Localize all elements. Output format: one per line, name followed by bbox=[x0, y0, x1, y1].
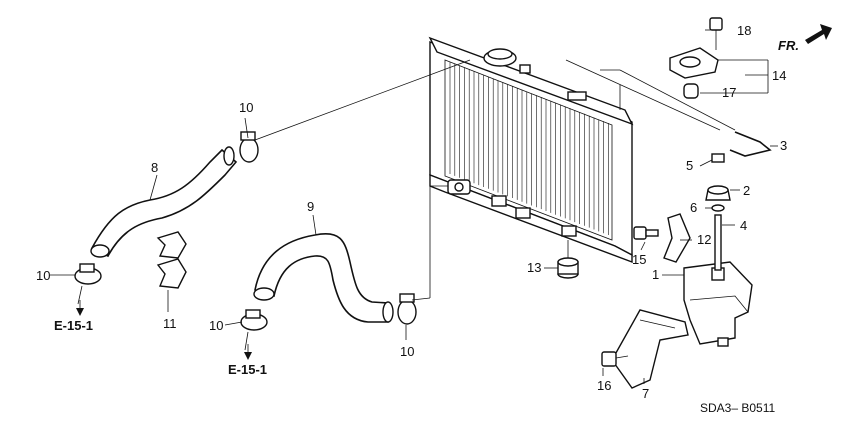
callout-7: 7 bbox=[642, 386, 649, 401]
callout-14: 13 bbox=[527, 260, 541, 275]
bolt-17 bbox=[601, 351, 629, 367]
callout-15: 17 bbox=[722, 85, 736, 100]
upper-hose bbox=[90, 146, 238, 258]
callout-12: 12 bbox=[697, 232, 711, 247]
callout-9: 9 bbox=[307, 199, 314, 214]
callout-3: 3 bbox=[780, 138, 787, 153]
callout-16: 15 bbox=[632, 252, 646, 267]
reserve-tank bbox=[683, 261, 753, 347]
radiator bbox=[428, 36, 634, 264]
callout-10a: 10 bbox=[239, 100, 253, 115]
callout-2: 2 bbox=[743, 183, 750, 198]
callout-10c: 10 bbox=[209, 318, 223, 333]
front-direction-arrow: FR. bbox=[778, 24, 832, 53]
drain-plug bbox=[633, 226, 659, 240]
callout-10b: 10 bbox=[36, 268, 50, 283]
upper-mount bbox=[669, 17, 723, 99]
callout-1: 1 bbox=[652, 267, 659, 282]
leader-lines bbox=[50, 29, 778, 384]
callout-5: 5 bbox=[686, 158, 693, 173]
callouts: 10 8 9 10 11 10 10 13 15 12 1 7 16 2 3 4… bbox=[36, 23, 787, 401]
callout-10d: 10 bbox=[400, 344, 414, 359]
callout-13: 14 bbox=[772, 68, 786, 83]
callout-17: 16 bbox=[597, 378, 611, 393]
upper-bracket bbox=[663, 213, 691, 263]
ref-label-lower: E-15-1 bbox=[228, 362, 267, 377]
ref-label-upper: E-15-1 bbox=[54, 318, 93, 333]
direction-label: FR. bbox=[778, 38, 799, 53]
hose-clip bbox=[156, 231, 187, 289]
overflow-tube bbox=[711, 131, 772, 163]
lower-cushion bbox=[557, 257, 579, 279]
breather-rod bbox=[714, 214, 722, 271]
callout-4: 4 bbox=[740, 218, 747, 233]
callout-11: 11 bbox=[163, 316, 177, 331]
reservoir-cap bbox=[705, 185, 731, 212]
callout-6: 6 bbox=[690, 200, 697, 215]
lower-hose bbox=[253, 233, 394, 323]
diagram-code: SDA3– B0511 bbox=[700, 401, 775, 415]
callout-8: 8 bbox=[151, 160, 158, 175]
callout-18: 18 bbox=[737, 23, 751, 38]
tank-bracket bbox=[611, 309, 689, 389]
